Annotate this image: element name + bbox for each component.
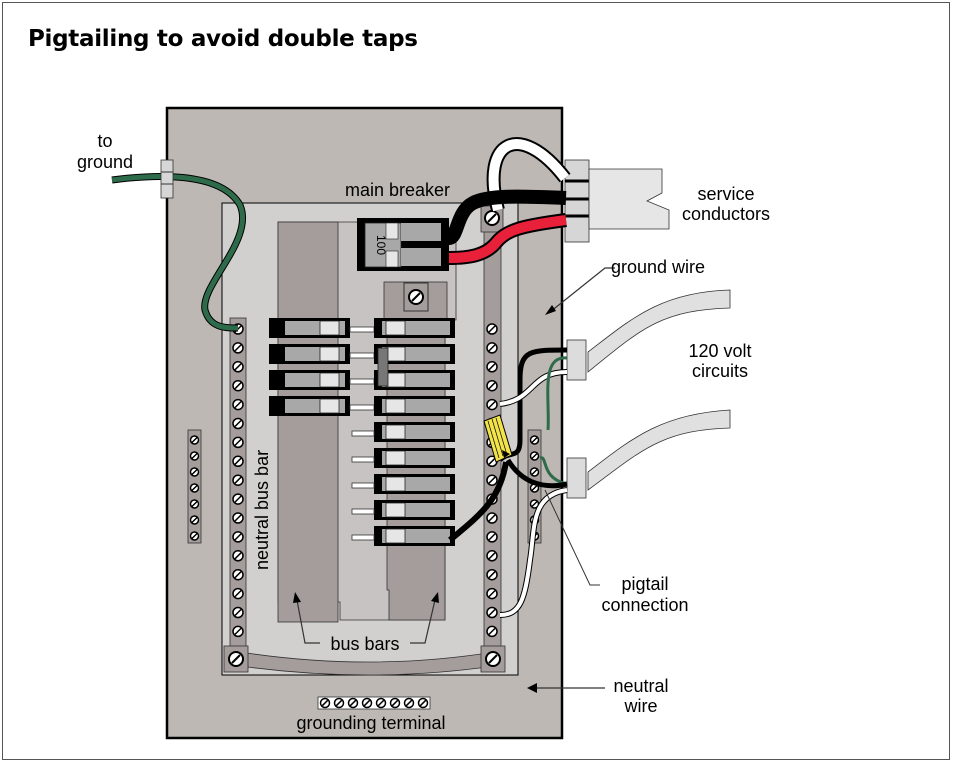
neutral-bar-screws-left	[232, 323, 244, 638]
main-breaker-rating: 100	[374, 235, 388, 255]
service-conductors-label-2: conductors	[682, 204, 770, 224]
cable-connector-2	[566, 457, 587, 499]
to-ground-label-2: ground	[77, 152, 133, 172]
green-circuit-wire-1	[546, 356, 568, 431]
neutral-bar-screws-right	[486, 323, 498, 638]
black-service-wire	[446, 189, 567, 245]
ground-wire-arrow-icon	[545, 305, 556, 315]
grounding-terminal-block	[317, 696, 431, 710]
neutral-wire-label-1: neutral	[613, 676, 668, 696]
red-service-wire	[448, 215, 567, 263]
main-breaker-label: main breaker	[345, 180, 450, 200]
white-circuit-wire-2	[499, 488, 568, 617]
bus-bar-arrow-left-icon	[293, 592, 301, 603]
bus-bar-left	[277, 221, 339, 623]
pigtail-wire	[448, 461, 509, 543]
circuit-cable-1	[587, 289, 731, 373]
page-title: Pigtailing to avoid double taps	[28, 26, 418, 52]
neutral-wire-arrow-icon	[527, 683, 537, 693]
service-conductors-label-1: service	[697, 184, 754, 204]
pigtail-label-2: connection	[601, 595, 688, 615]
grounding-terminal-screws	[319, 697, 429, 709]
green-circuit-wire-2	[539, 456, 568, 486]
bus-bars-label: bus bars	[330, 634, 399, 654]
circuits-label-2: circuits	[692, 361, 748, 381]
branch-breakers	[269, 318, 455, 546]
neutral-bus-bar-label: neutral bus bar	[252, 450, 272, 570]
circuits-label-1: 120 volt	[688, 341, 751, 361]
black-circuit-wire-2	[505, 458, 568, 489]
neutral-wire-label-2: wire	[623, 696, 657, 716]
ground-wire-clamp	[160, 159, 174, 199]
ground-bar-screws	[189, 435, 200, 541]
ground-wire-label: ground wire	[611, 257, 705, 277]
grounding-terminal-label: grounding terminal	[296, 713, 445, 733]
cable-connector-1	[566, 339, 587, 381]
pigtail-label-1: pigtail	[621, 574, 668, 594]
service-cable	[588, 168, 670, 230]
circuit-cable-2	[587, 409, 731, 491]
bus-bar-arrow-right-icon	[431, 592, 439, 603]
to-ground-label-1: to	[97, 131, 112, 151]
white-circuit-wire-1	[499, 370, 568, 406]
white-service-wire	[488, 139, 569, 212]
